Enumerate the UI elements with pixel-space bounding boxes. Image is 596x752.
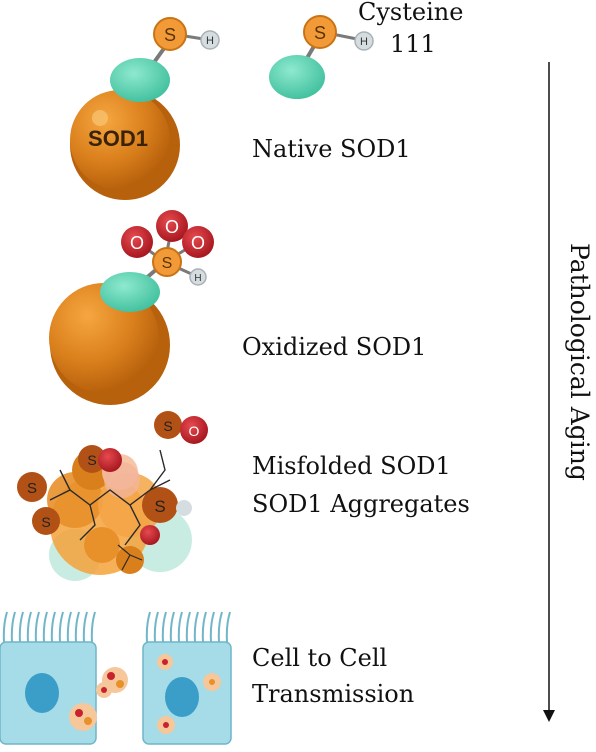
- svg-text:S: S: [27, 480, 37, 497]
- native-sod1-molecule: SOD1 S H: [70, 17, 220, 200]
- svg-text:H: H: [360, 36, 368, 48]
- svg-text:S: S: [164, 25, 176, 45]
- misfolded-sod1-label: Misfolded SOD1: [252, 452, 451, 480]
- sulfur-atom: [153, 17, 187, 51]
- cysteine-111-molecule: S H: [269, 15, 374, 99]
- svg-text:S: S: [154, 497, 165, 516]
- hydrogen-atom: [200, 30, 220, 50]
- pathological-aging-label: Pathological Aging: [565, 243, 594, 481]
- svg-text:S: S: [162, 255, 173, 272]
- svg-text:S: S: [87, 452, 96, 468]
- sulfur-atom: [152, 247, 182, 277]
- svg-text:O: O: [189, 423, 200, 439]
- sod1-aggregates-label: SOD1 Aggregates: [252, 490, 470, 518]
- svg-text:O: O: [130, 233, 144, 253]
- cysteine-label: Cysteine: [358, 0, 464, 26]
- pathological-aging-arrow: [543, 62, 555, 722]
- svg-text:O: O: [165, 217, 179, 237]
- svg-text:O: O: [191, 233, 205, 253]
- svg-text:H: H: [206, 35, 214, 47]
- svg-text:H: H: [194, 273, 201, 284]
- native-sod1-label: Native SOD1: [252, 135, 411, 163]
- svg-text:S: S: [41, 514, 50, 530]
- aggregate-particles: [69, 654, 221, 734]
- oxygen-atom: [156, 210, 188, 242]
- oxygen-atom: [182, 226, 214, 258]
- residue-number-label: 111: [390, 30, 436, 58]
- cysteine-teal-sphere: [110, 58, 170, 102]
- svg-text:S: S: [163, 418, 172, 434]
- oxidized-sod1-label: Oxidized SOD1: [242, 333, 427, 361]
- oxygen-atom: [121, 226, 153, 258]
- oxidized-sod1-molecule: O O O S H: [49, 210, 214, 405]
- sod1-body-label: SOD1: [88, 126, 148, 151]
- svg-text:S: S: [314, 23, 326, 43]
- misfolded-aggregate-cluster: S S S S O S: [17, 411, 208, 581]
- cell-transmission-label-line1: Cell to Cell: [252, 644, 388, 672]
- cell-transmission-label-line2: Transmission: [252, 680, 415, 708]
